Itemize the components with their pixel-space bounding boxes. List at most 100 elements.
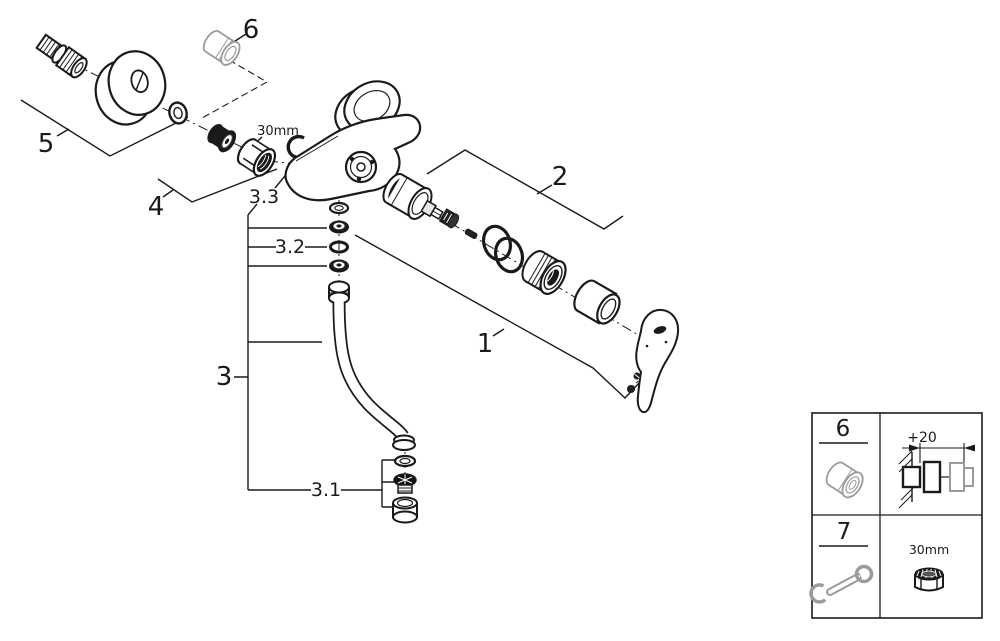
- legend-cell-plus20: +20: [898, 430, 975, 509]
- part-flow-straightener: [393, 473, 417, 494]
- screw-face: [447, 213, 460, 229]
- handle-screw-slot: [634, 373, 640, 379]
- callout-labels: 5 6 4 3 2 1 3.3 3.2 3.1 30mm: [38, 15, 569, 501]
- callout-3-1: 3.1: [311, 479, 341, 501]
- bracket-1-tick: [492, 328, 505, 337]
- part-stack-valve-top: [329, 220, 349, 234]
- body-seat-bolt3: [369, 159, 375, 165]
- nut-facets: [239, 139, 273, 175]
- collar-bore: [547, 269, 560, 286]
- callout-30mm: 30mm: [257, 124, 299, 139]
- part-threaded-collar: [521, 250, 567, 295]
- wrench-icon: [809, 564, 874, 604]
- valve-pin: [224, 138, 230, 145]
- axis-extension-alt: [201, 59, 269, 119]
- s-union-bore: [74, 62, 84, 74]
- part-cartridge: [382, 173, 444, 220]
- cartridge-stem-slot: [432, 210, 442, 216]
- part-extension-nipple: [202, 29, 241, 66]
- pipe-fill: [334, 301, 408, 439]
- bracket-5-tick: [56, 128, 70, 137]
- callout-5: 5: [38, 129, 55, 159]
- part-mixer-body: [284, 80, 422, 202]
- cap-face: [596, 293, 621, 325]
- bracket-4: [157, 168, 278, 203]
- handle-shell: [635, 308, 680, 414]
- part-stack-valve-bottom: [329, 259, 349, 273]
- legend-cell-7: 7: [809, 519, 874, 604]
- body-seat-ring: [349, 155, 373, 179]
- bracket-2: [426, 149, 624, 230]
- legend-number-7: 7: [837, 519, 852, 545]
- cap-fill: [577, 281, 617, 324]
- escutcheon-slot: [135, 71, 144, 91]
- body-seat-bore: [356, 162, 366, 172]
- part-washer: [168, 101, 188, 125]
- legend-number-6: 6: [836, 416, 851, 442]
- part-stack-oring: [329, 240, 349, 254]
- wall-union-icon: [901, 460, 950, 494]
- callout-3-2: 3.2: [275, 236, 305, 258]
- nut-30mm-icon: [914, 567, 944, 592]
- callout-2: 2: [552, 162, 569, 192]
- nut-thread-dark: [256, 152, 272, 173]
- callout-1: 1: [477, 329, 494, 359]
- spout-stack: [328, 201, 350, 305]
- callout-4: 4: [148, 192, 165, 222]
- cartridge-sides: [385, 173, 429, 219]
- plus20-arrow-left: [909, 444, 920, 452]
- s-union-thread-lines2: [59, 49, 83, 75]
- legend-plus20: +20: [907, 430, 937, 446]
- legend-cell-6: 6: [819, 416, 868, 499]
- o-ring-2: [493, 236, 525, 274]
- bracket-5: [20, 99, 189, 157]
- s-union-thread-lines: [39, 36, 60, 58]
- legend-dividers: [812, 413, 982, 618]
- legend-box: 6 +20: [809, 412, 983, 619]
- part-lever-handle: [627, 308, 680, 414]
- handle-dot1: [645, 344, 649, 348]
- nut-thread-lines: [257, 154, 270, 170]
- body-crease: [295, 135, 339, 162]
- part-escutcheon: [94, 50, 167, 126]
- nipple-hex: [224, 45, 237, 62]
- extension-fitted-icon: [949, 462, 974, 492]
- bracket-4-tick: [162, 189, 174, 198]
- nut-body-fill: [239, 139, 273, 175]
- plus20-arrow-right: [964, 444, 975, 452]
- part-aerator-shell: [392, 496, 418, 524]
- part-union-nut: [236, 138, 277, 177]
- washer-inner: [173, 106, 183, 120]
- bracket-3-branches: [234, 227, 382, 491]
- handle-dot2: [664, 340, 668, 344]
- aerator-group: [392, 454, 418, 524]
- bracket-31: [381, 459, 396, 508]
- bracket-2-tick: [536, 184, 553, 195]
- collar-face-ring: [543, 265, 563, 290]
- part-o-rings: [481, 224, 525, 274]
- part-handle-plug: [627, 385, 635, 393]
- collar-bore-hl: [547, 270, 554, 282]
- cap-opening: [600, 298, 617, 320]
- body-seat-bolt2: [349, 156, 355, 162]
- part-adapter-pin: [464, 228, 478, 239]
- body-seat-bolt1: [356, 176, 362, 182]
- callout-3: 3: [216, 362, 233, 392]
- screw-detail: [443, 212, 453, 224]
- pipe-end-ring2: [392, 439, 416, 451]
- part-cartridge-screw: [438, 208, 460, 229]
- part-check-valve: [207, 123, 237, 153]
- part-cap: [573, 279, 621, 325]
- part-s-union: [35, 33, 88, 79]
- handle-logo: [653, 326, 667, 334]
- part-stack-connector: [328, 280, 350, 305]
- part-spout-pipe: [332, 301, 416, 451]
- callout-3-3: 3.3: [249, 186, 279, 208]
- cartridge-dark-cap: [388, 178, 401, 199]
- cartridge-seam: [390, 177, 408, 206]
- callout-6: 6: [243, 15, 260, 45]
- part-aerator-washer: [393, 454, 417, 468]
- legend-30mm: 30mm: [909, 542, 949, 557]
